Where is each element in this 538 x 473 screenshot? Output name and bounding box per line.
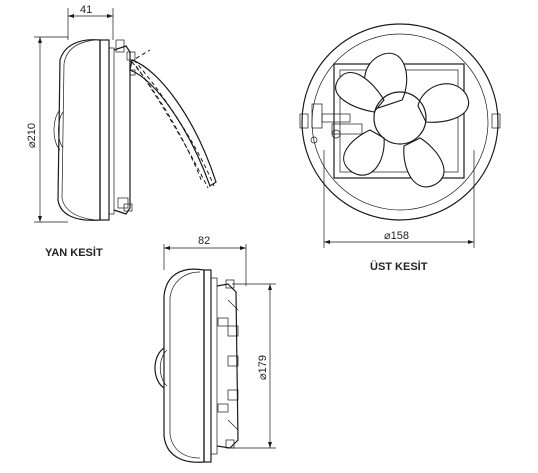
motor-bracket xyxy=(310,103,363,144)
bottom-width-dimension: 82 xyxy=(163,235,247,286)
top-diameter-label: ⌀158 xyxy=(384,230,409,242)
top-view: ⌀158 ÜST KESİT xyxy=(299,23,501,273)
fan-blades xyxy=(335,52,469,188)
top-diameter-dimension: ⌀158 xyxy=(323,150,475,248)
side-caption: YAN KESİT xyxy=(45,246,103,259)
bottom-view: 82 ⌀179 xyxy=(154,235,276,463)
side-height-dimension: ⌀210 xyxy=(26,36,68,223)
left-tab xyxy=(299,113,309,129)
side-body xyxy=(53,39,217,221)
outer-rim xyxy=(301,23,499,221)
bottom-height-dimension: ⌀179 xyxy=(232,283,276,449)
right-tab xyxy=(491,113,501,129)
bottom-width-label: 82 xyxy=(198,235,210,247)
fan-hub xyxy=(373,91,427,145)
side-width-label: 41 xyxy=(80,4,92,16)
side-view: 41 ⌀210 xyxy=(26,4,217,259)
side-width-dimension: 41 xyxy=(67,4,114,40)
bottom-body xyxy=(154,268,239,463)
top-caption: ÜST KESİT xyxy=(370,260,428,273)
side-height-label: ⌀210 xyxy=(26,123,38,148)
bottom-height-label: ⌀179 xyxy=(257,355,269,380)
